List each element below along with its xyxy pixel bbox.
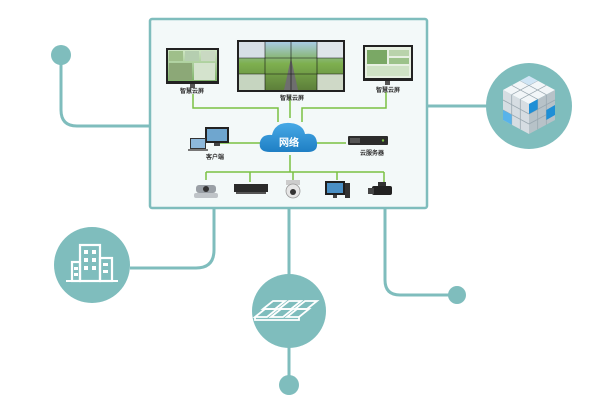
conference-camera-icon [194, 185, 218, 198]
right-screen [363, 45, 413, 85]
connector-right-bottom [383, 208, 457, 297]
server-icon [348, 136, 388, 145]
dome-camera-icon [285, 180, 301, 199]
cloud-label: 网络 [279, 138, 299, 149]
main-panel [148, 17, 429, 210]
bottom-dot [279, 375, 299, 395]
desktop-pc-icon [325, 181, 350, 198]
center-screen-label: 智慧云屏 [280, 95, 305, 102]
right-bottom-dot [448, 286, 466, 304]
client-device [188, 127, 229, 151]
client-label: 客户端 [206, 154, 225, 161]
top-left-dot [51, 45, 71, 65]
connector-lines [59, 58, 500, 380]
cube-icon [486, 63, 572, 149]
building-icon [54, 227, 130, 303]
server-label: 云服务器 [360, 150, 385, 157]
cloud-icon [259, 122, 318, 152]
left-screen-label: 智慧云屏 [180, 88, 205, 95]
video-camera-icon [368, 182, 392, 195]
left-screen [166, 48, 219, 88]
right-screen-label: 智慧云屏 [376, 87, 401, 94]
center-video-wall [237, 40, 345, 92]
panels-icon [252, 274, 326, 348]
media-box-icon [234, 184, 268, 194]
connector-top-left [59, 58, 150, 128]
connector-building [130, 208, 216, 270]
